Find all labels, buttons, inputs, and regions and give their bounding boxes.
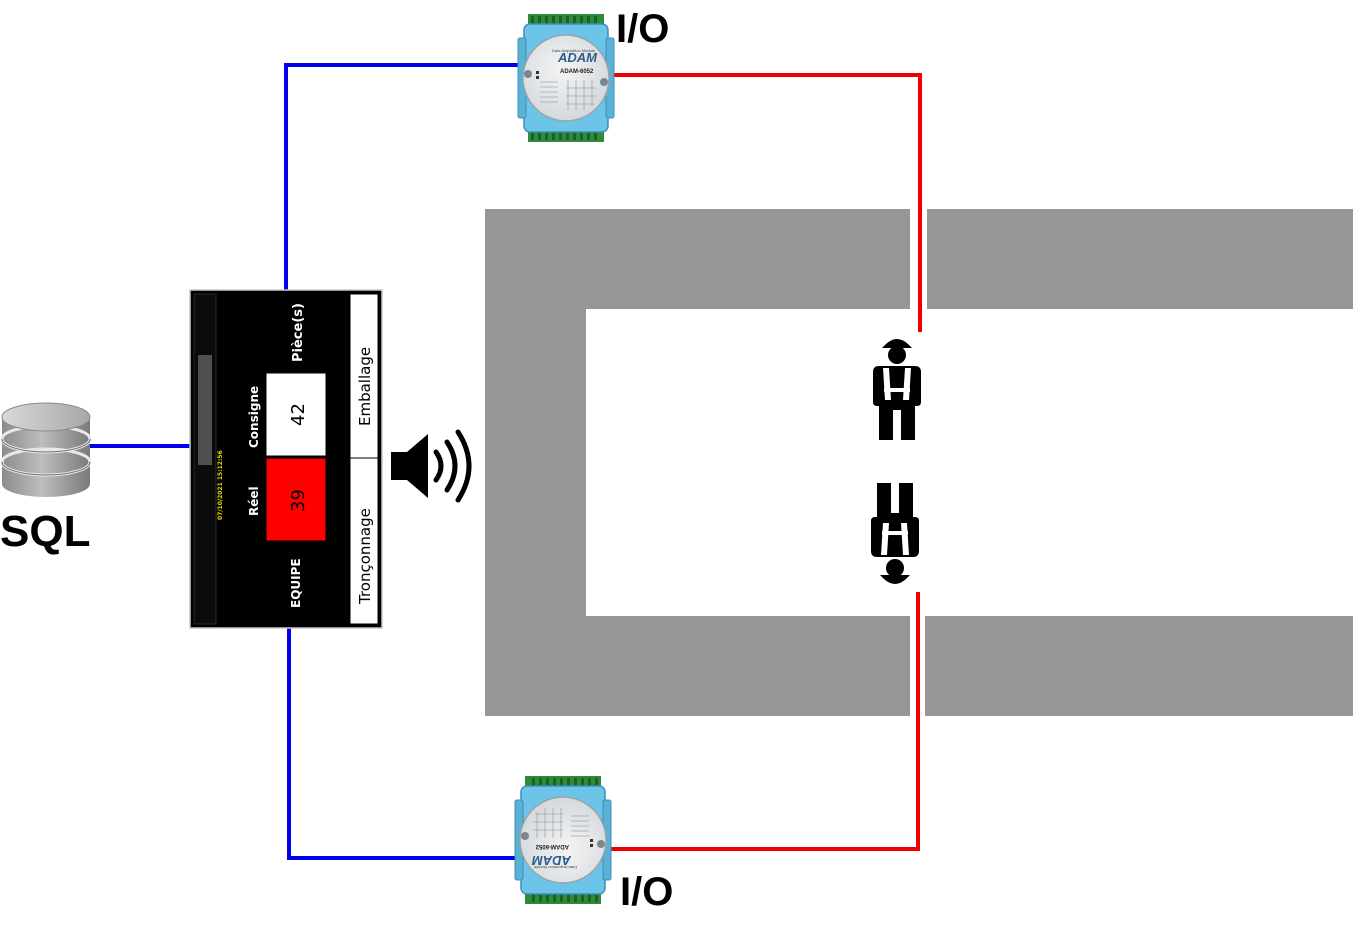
bottom-io-model: ADAM-6052 [535, 843, 569, 849]
display-team-label: EQUIPE [289, 558, 303, 608]
floor-layout [485, 209, 1353, 716]
signal-links [608, 73, 922, 851]
worker-fallen-icon [871, 483, 919, 584]
production-display: 07/10/2021 15:12:56 Réel Consigne EQUIPE… [189, 289, 383, 629]
display-actual-label: Réel [247, 486, 261, 516]
speaker-icon [391, 429, 472, 503]
floor-bottom-left [485, 616, 910, 716]
display-target-value: 42 [288, 403, 309, 426]
display-logo-bar [198, 355, 212, 465]
top-io-brand: ADAM [557, 50, 598, 65]
top-io-model: ADAM-6052 [560, 69, 594, 75]
floor-left-column [485, 309, 586, 616]
bottom-io-subtitle: Data Acquisition Module [533, 865, 577, 870]
display-target-label: Consigne [247, 386, 261, 448]
bottom-io-module: ADAM ADAM-6052 Data Acquisition Module [514, 775, 612, 905]
sql-database-icon [0, 402, 92, 497]
network-links [90, 63, 522, 860]
link-display-to-top-io [284, 63, 522, 292]
display-station-left: Tronçonnage [356, 508, 374, 605]
link-top-io-to-sensor [612, 73, 922, 332]
floor-top-left [485, 209, 910, 309]
link-display-to-bottom-io [287, 627, 522, 860]
bottom-io-brand: ADAM [531, 853, 572, 868]
link-bottom-io-to-sensor [608, 592, 920, 851]
floor-top-right [927, 209, 1353, 309]
display-station-right: Emballage [356, 347, 374, 426]
top-io-subtitle: Data Acquisition Module [552, 48, 596, 53]
sql-label: SQL [0, 507, 90, 556]
display-station-box [349, 293, 379, 625]
display-target-cell [265, 372, 327, 457]
floor-bottom-right [925, 616, 1353, 716]
bottom-io-label: I/O [620, 870, 673, 914]
display-timestamp: 07/10/2021 15:12:56 [217, 450, 224, 520]
top-io-module: ADAM ADAM-6052 Data Acquisition Module [517, 13, 615, 143]
display-actual-value: 39 [288, 489, 309, 512]
display-unit-label: Pièce(s) [291, 303, 306, 362]
worker-standing-icon [873, 339, 921, 440]
display-actual-cell [265, 457, 327, 542]
top-io-label: I/O [616, 7, 669, 51]
